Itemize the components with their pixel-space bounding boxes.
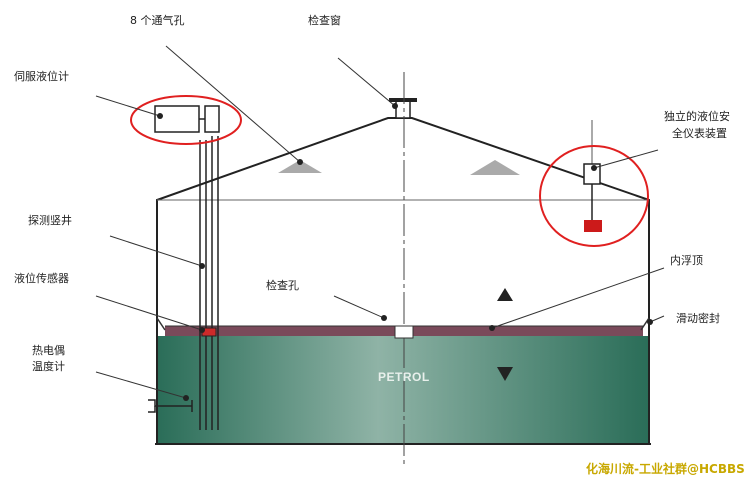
vent-cone-right: [470, 160, 520, 175]
label-level-sensor: 液位传感器: [14, 272, 69, 285]
label-thermocouple-2: 温度计: [32, 360, 65, 373]
watermark: 化海川流-工业社群@HCBBS: [586, 462, 745, 476]
label-probe-well: 探测竖井: [28, 214, 72, 227]
label-inspection-window: 检查窗: [308, 14, 341, 27]
liquid-label: PETROL: [378, 370, 430, 384]
servo-gauge-highlight: [130, 95, 242, 145]
label-vent-holes: 8 个通气孔: [130, 14, 185, 27]
down-arrow-icon: [497, 367, 513, 381]
label-servo-gauge: 伺服液位计: [14, 70, 69, 83]
label-safety-gauge-2: 全仪表装置: [672, 127, 727, 140]
label-inner-floating-roof: 内浮顶: [670, 254, 703, 267]
inspection-window: [395, 99, 411, 119]
servo-gauge-box: [154, 105, 200, 133]
petrol-liquid: [157, 336, 649, 444]
label-thermocouple-1: 热电偶: [32, 344, 65, 357]
label-safety-gauge-1: 独立的液位安: [664, 110, 730, 123]
vent-cone-left: [278, 160, 322, 173]
thermocouple-probe: [148, 399, 192, 407]
label-inspection-hole: 检查孔: [266, 279, 299, 292]
up-arrow-icon: [497, 288, 513, 301]
safety-float: [584, 220, 602, 232]
safety-gauge-highlight: [539, 145, 649, 247]
label-sliding-seal: 滑动密封: [676, 312, 720, 325]
